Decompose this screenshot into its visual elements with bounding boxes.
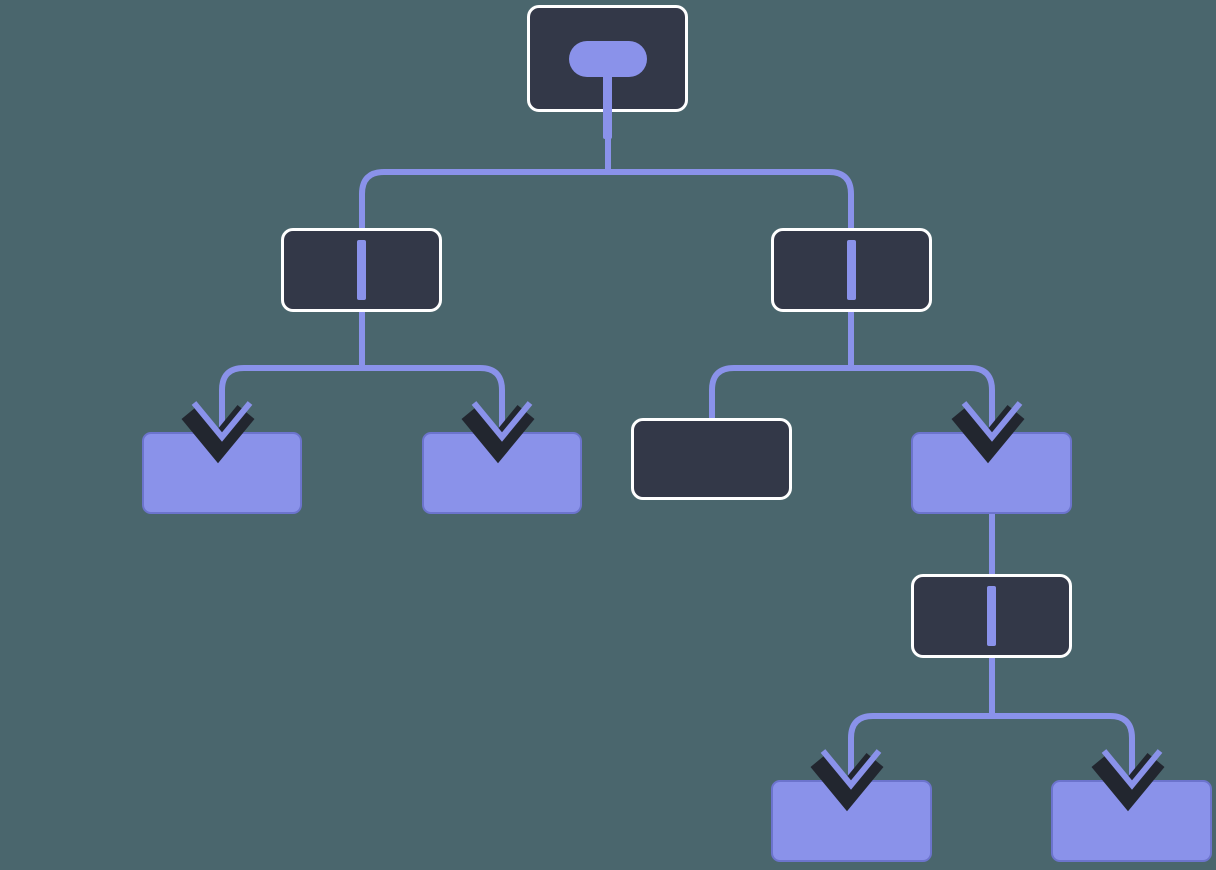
node-marker-bar	[847, 240, 856, 300]
edge-root-to-left-branch	[359, 112, 611, 228]
edge-root-to-right-branch	[605, 112, 854, 228]
node-marker-bar	[987, 586, 996, 646]
leaf-node-1[interactable]	[142, 432, 302, 514]
leaf-node-5[interactable]	[1051, 780, 1212, 862]
leaf-node-4[interactable]	[771, 780, 932, 862]
edge-right-branch-to-empty-node	[709, 312, 854, 418]
node-marker-bar	[357, 240, 366, 300]
edge-lower-branch-to-leaf-4	[848, 658, 995, 780]
branch-node-right[interactable]	[771, 228, 932, 312]
branch-node-lower[interactable]	[911, 574, 1072, 658]
edge-lower-branch-to-leaf-5	[989, 658, 1135, 780]
root-node[interactable]	[527, 5, 688, 139]
empty-node[interactable]	[631, 418, 792, 500]
edge-left-branch-to-leaf-1	[219, 312, 365, 432]
leaf-node-2[interactable]	[422, 432, 582, 514]
leaf-node-3[interactable]	[911, 432, 1072, 514]
branch-node-left[interactable]	[281, 228, 442, 312]
node-marker-pill	[568, 41, 647, 77]
node-marker-stem	[603, 73, 612, 139]
edge-right-branch-to-leaf-3	[848, 312, 995, 432]
edge-left-branch-to-leaf-2	[359, 312, 505, 432]
